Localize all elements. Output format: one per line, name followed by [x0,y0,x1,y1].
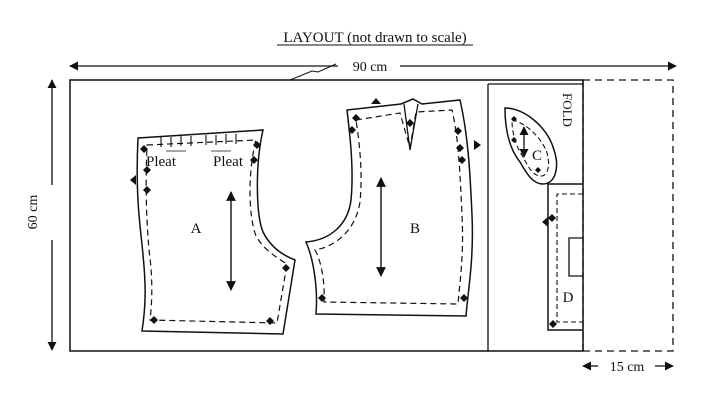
height-label: 60 cm [26,195,41,230]
piece-d-label: D [563,290,574,306]
height-dimension: 60 cm [26,79,57,351]
extension-outline [583,79,674,352]
piece-c-label: C [532,148,542,164]
width-dimension: 90 cm [69,60,677,81]
pattern-piece-d: D [542,183,583,331]
pattern-piece-c: C [504,107,558,185]
extension-dimension: 15 cm [582,360,674,375]
pleat-label-right: Pleat [213,154,244,170]
pattern-piece-a: Pleat Pleat A [130,129,296,335]
pattern-piece-b: B [304,98,481,317]
piece-b-label: B [410,221,420,237]
width-label: 90 cm [353,60,388,75]
fold-label: FOLD [560,93,575,127]
pleat-label-left: Pleat [146,154,177,170]
diagram-title: LAYOUT (not drawn to scale) [283,30,466,46]
extension-label: 15 cm [610,360,645,375]
leader-line [289,63,337,81]
piece-a-label: A [191,221,202,237]
